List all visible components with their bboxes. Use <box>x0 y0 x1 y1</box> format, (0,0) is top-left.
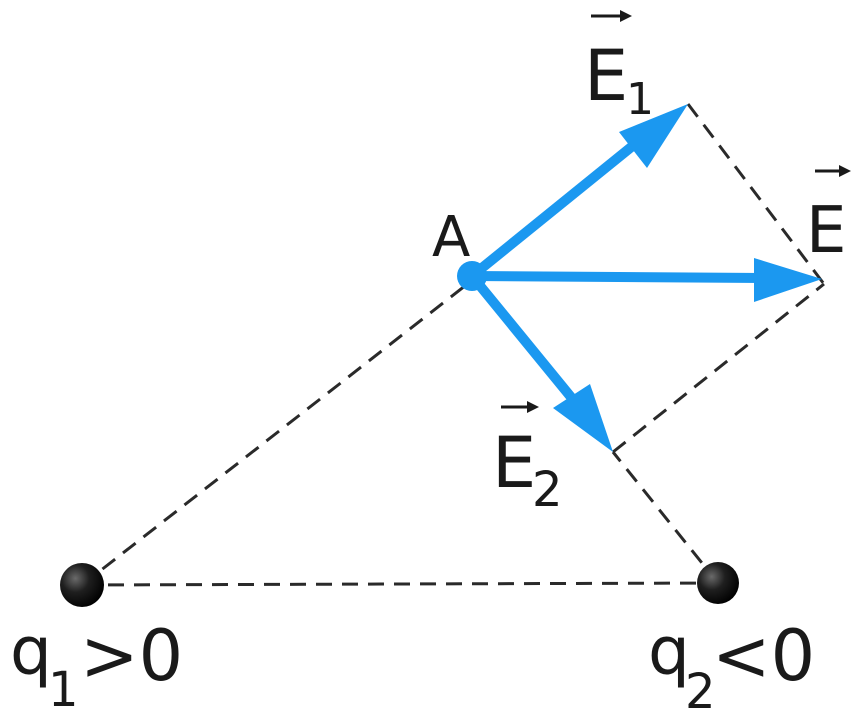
line-q1-to-A <box>81 280 471 587</box>
label-E-letter: E <box>806 194 846 268</box>
label-q1: q 1 >0 <box>10 613 183 718</box>
label-q1-sub: 1 <box>48 662 79 718</box>
label-E: E <box>806 165 851 268</box>
line-q2-to-E2-tip <box>611 451 720 584</box>
line-E2-tip-to-E-tip <box>612 282 825 454</box>
label-E2-letter: E <box>492 422 536 504</box>
line-q1-to-q2 <box>81 581 719 587</box>
label-E1-sub: 1 <box>626 74 654 125</box>
label-q2-sub: 2 <box>685 664 716 719</box>
point-A-dot <box>457 261 487 291</box>
label-q2-letter: q <box>648 613 690 690</box>
label-q1-letter: q <box>10 613 52 690</box>
label-E1-letter: E <box>584 35 628 117</box>
line-E1-tip-to-E-tip <box>686 103 826 285</box>
construction-lines <box>81 103 826 587</box>
label-q2-relation: <0 <box>712 615 815 697</box>
label-E2: E 2 <box>492 401 563 518</box>
vector-E1 <box>467 104 688 281</box>
vector-E2 <box>467 271 613 452</box>
label-E1: E 1 <box>584 10 654 125</box>
label-q2: q 2 <0 <box>648 613 815 719</box>
label-q1-relation: >0 <box>80 615 183 697</box>
charge-q1 <box>60 563 104 607</box>
point-A-label: A <box>432 205 470 270</box>
label-E2-sub: 2 <box>532 462 563 518</box>
charge-q2 <box>697 562 739 604</box>
vector-E <box>467 258 822 302</box>
vectors <box>467 104 822 452</box>
